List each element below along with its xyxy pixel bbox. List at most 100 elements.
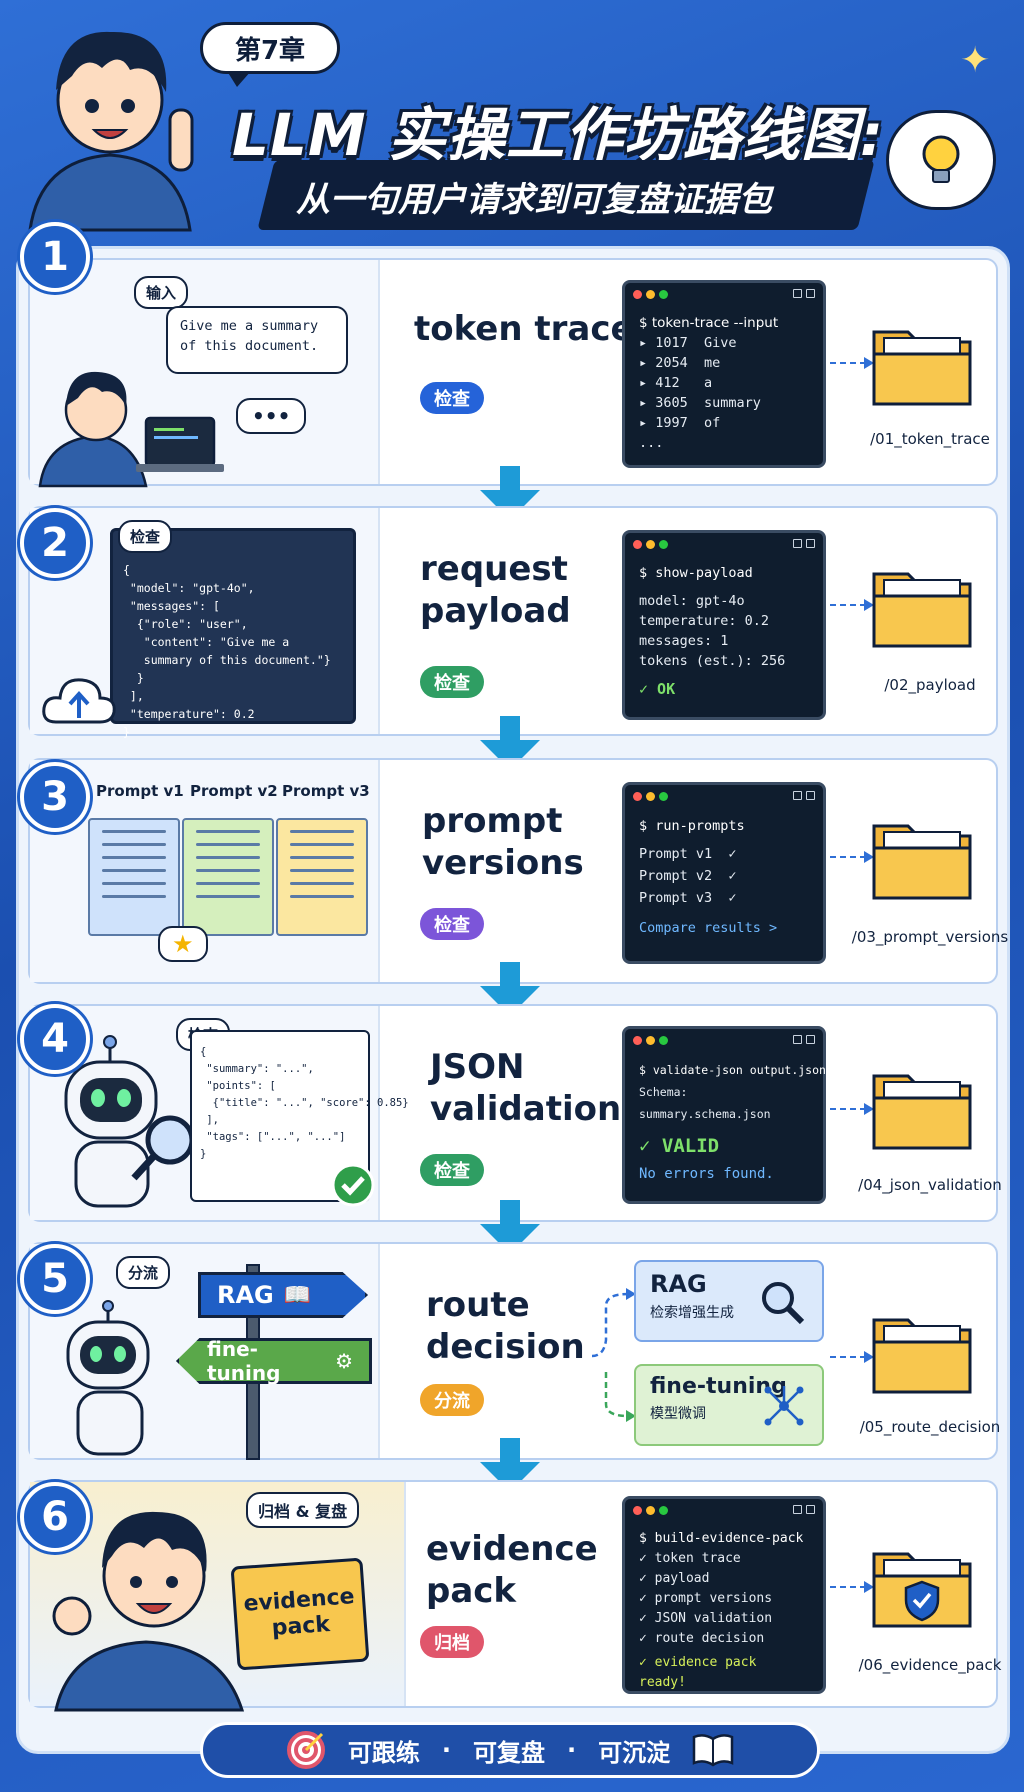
step-2-bubble-label: 检查 [118,520,173,553]
step-2-tag: 检查 [420,666,484,698]
evidence-pack-text-1: evidence [242,1584,356,1617]
route-rag-title: RAG [650,1270,707,1298]
step-3-number: 3 [20,762,90,832]
step-1-bubble-label: 输入 [134,276,189,309]
step-3-version-label: Prompt v1 [96,782,184,800]
folder-icon [872,572,972,648]
terminal-window-controls [793,289,815,298]
terminal-window-controls [793,791,815,800]
step-4-terminal-line: Schema: summary.schema.json [639,1085,771,1121]
step-5-bubble-label: 分流 [116,1256,171,1289]
signpost-rag: RAG 📖 [198,1272,368,1318]
star-icon: ★ [158,926,208,962]
step-6-terminal-line: ✓ prompt versions [639,1591,773,1606]
step-4-arrow [830,1103,874,1115]
footer-item-3: 可沉淀 [598,1738,671,1767]
step-3-card: Prompt v1 Prompt v2 Prompt v3 ★ prompt v… [28,758,1008,984]
step-6-terminal: $ build-evidence-pack ✓ token trace ✓ pa… [622,1496,826,1694]
step-5-card: 分流 RAG 📖 fine-tuning ⚙ route decision 分流… [28,1242,1000,1460]
step-4-terminal-status: ✓ VALID [639,1135,720,1157]
step-1-terminal-line: ▸ 1997 of [639,415,721,431]
gear-icon: ⚙ [335,1349,353,1373]
signpost-rag-label: RAG [217,1281,274,1309]
open-book-icon [692,1734,734,1767]
step-2-card: { "model": "gpt-4o", "messages": [ {"rol… [28,506,998,739]
terminal-traffic-lights [633,540,668,549]
sparkle-icon: ✦ [960,40,991,81]
step-1-card: 输入 Give me a summary of this document. •… [28,258,998,488]
step-4-terminal-note: No errors found. [639,1166,774,1182]
step-2-terminal-command: $ show-payload [639,565,753,581]
step-2-number: 2 [20,508,90,578]
step-6-number: 6 [20,1482,90,1552]
step-6-tag: 归档 [420,1626,484,1658]
step-6-title-line-1: evidence [426,1529,598,1569]
step-1-input-line-1: Give me a summary [180,318,319,334]
step-1-input-line-2: of this document. [180,338,319,354]
step-2-arrow [830,599,874,611]
step-4-folder-label: /04_json_validation [858,1176,1002,1194]
step-4-terminal-command: $ validate-json output.json [639,1063,826,1077]
step-3-terminal-line: Prompt v2 ✓ [639,868,737,884]
robot-illustration [66,1300,150,1456]
boy-cheering-illustration [52,1511,245,1712]
evidence-pack-text-2: pack [270,1611,331,1641]
step-5-folder-label: /05_route_decision [859,1418,1001,1436]
check-circle-icon [331,1163,375,1207]
step-3-terminal-command: $ run-prompts [639,818,745,834]
step-1-terminal-line: ▸ 1017 Give [639,335,737,351]
step-5-arrow [830,1351,874,1363]
step-5-title: route decision [426,1284,616,1368]
prompt-v3-document-icon [276,818,368,936]
footer-separator: · [567,1736,577,1764]
step-6-arrow [830,1581,874,1593]
robot-magnifier-illustration [64,1035,195,1208]
step-4-json-card: { "summary": "...", "points": [ {"title"… [190,1030,409,1202]
folder-shield-icon [872,1552,972,1628]
boy-avatar-illustration [28,31,194,232]
target-icon [286,1731,325,1769]
folder-icon [872,330,972,406]
page-title: LLM 实操工作坊路线图: [232,101,885,169]
step-2-terminal-line: messages: 1 [639,633,729,649]
step-4-title-line-1: JSON [430,1047,525,1087]
step-6-terminal-line: ✓ JSON validation [639,1611,773,1626]
step-1-arrow [830,357,874,369]
step-6-card: 归档 & 复盘 evidence pack evidence pack 归档 $… [28,1480,1001,1712]
step-6-folder-label: /06_evidence_pack [858,1656,1002,1674]
folder-icon [872,1074,972,1150]
step-2-terminal: $ show-payload model: gpt-4o temperature… [622,530,826,720]
step-2-title-line-2: payload [420,591,571,631]
footer-separator: · [441,1736,451,1764]
step-5-number: 5 [20,1244,90,1314]
step-1-terminal-line: ... [639,435,664,451]
book-icon: 📖 [283,1282,312,1308]
route-branch-connector [591,1288,636,1422]
terminal-window-controls [793,539,815,548]
step-2-terminal-line: temperature: 0.2 [639,613,770,629]
step-1-terminal-line: ▸ 412 a [639,375,713,391]
footer-banner: 可跟练 · 可复盘 · 可沉淀 [200,1722,820,1778]
terminal-traffic-lights [633,792,668,801]
terminal-window-controls [793,1035,815,1044]
step-1-tag: 检查 [420,382,484,414]
terminal-window-controls [793,1505,815,1514]
step-6-terminal-status: ✓ evidence pack ready! [639,1655,757,1690]
step-1-folder-label: /01_token_trace [870,430,990,448]
folder-icon [872,824,972,900]
step-2-terminal-line: model: gpt-4o [639,593,745,609]
step-1-illustration: 输入 Give me a summary of this document. •… [30,260,380,488]
step-3-terminal-line: Prompt v3 ✓ [639,890,737,906]
network-icon [764,1386,804,1426]
step-6-terminal-line: ✓ payload [639,1571,710,1586]
signpost-fine-tuning-label: fine-tuning [207,1337,281,1385]
step-3-folder-label: /03_prompt_versions [851,928,1009,946]
footer-item-2: 可复盘 [473,1738,545,1767]
step-1-input-bubble: Give me a summary of this document. [166,306,348,374]
route-option-fine-tuning: fine-tuning 模型微调 [634,1364,824,1446]
terminal-traffic-lights [633,1036,668,1045]
step-3-compare-link[interactable]: Compare results > [639,920,778,936]
step-6-title: evidence pack [426,1528,616,1612]
boy-laptop-illustration [38,371,224,488]
lightbulb-icon [922,135,960,183]
